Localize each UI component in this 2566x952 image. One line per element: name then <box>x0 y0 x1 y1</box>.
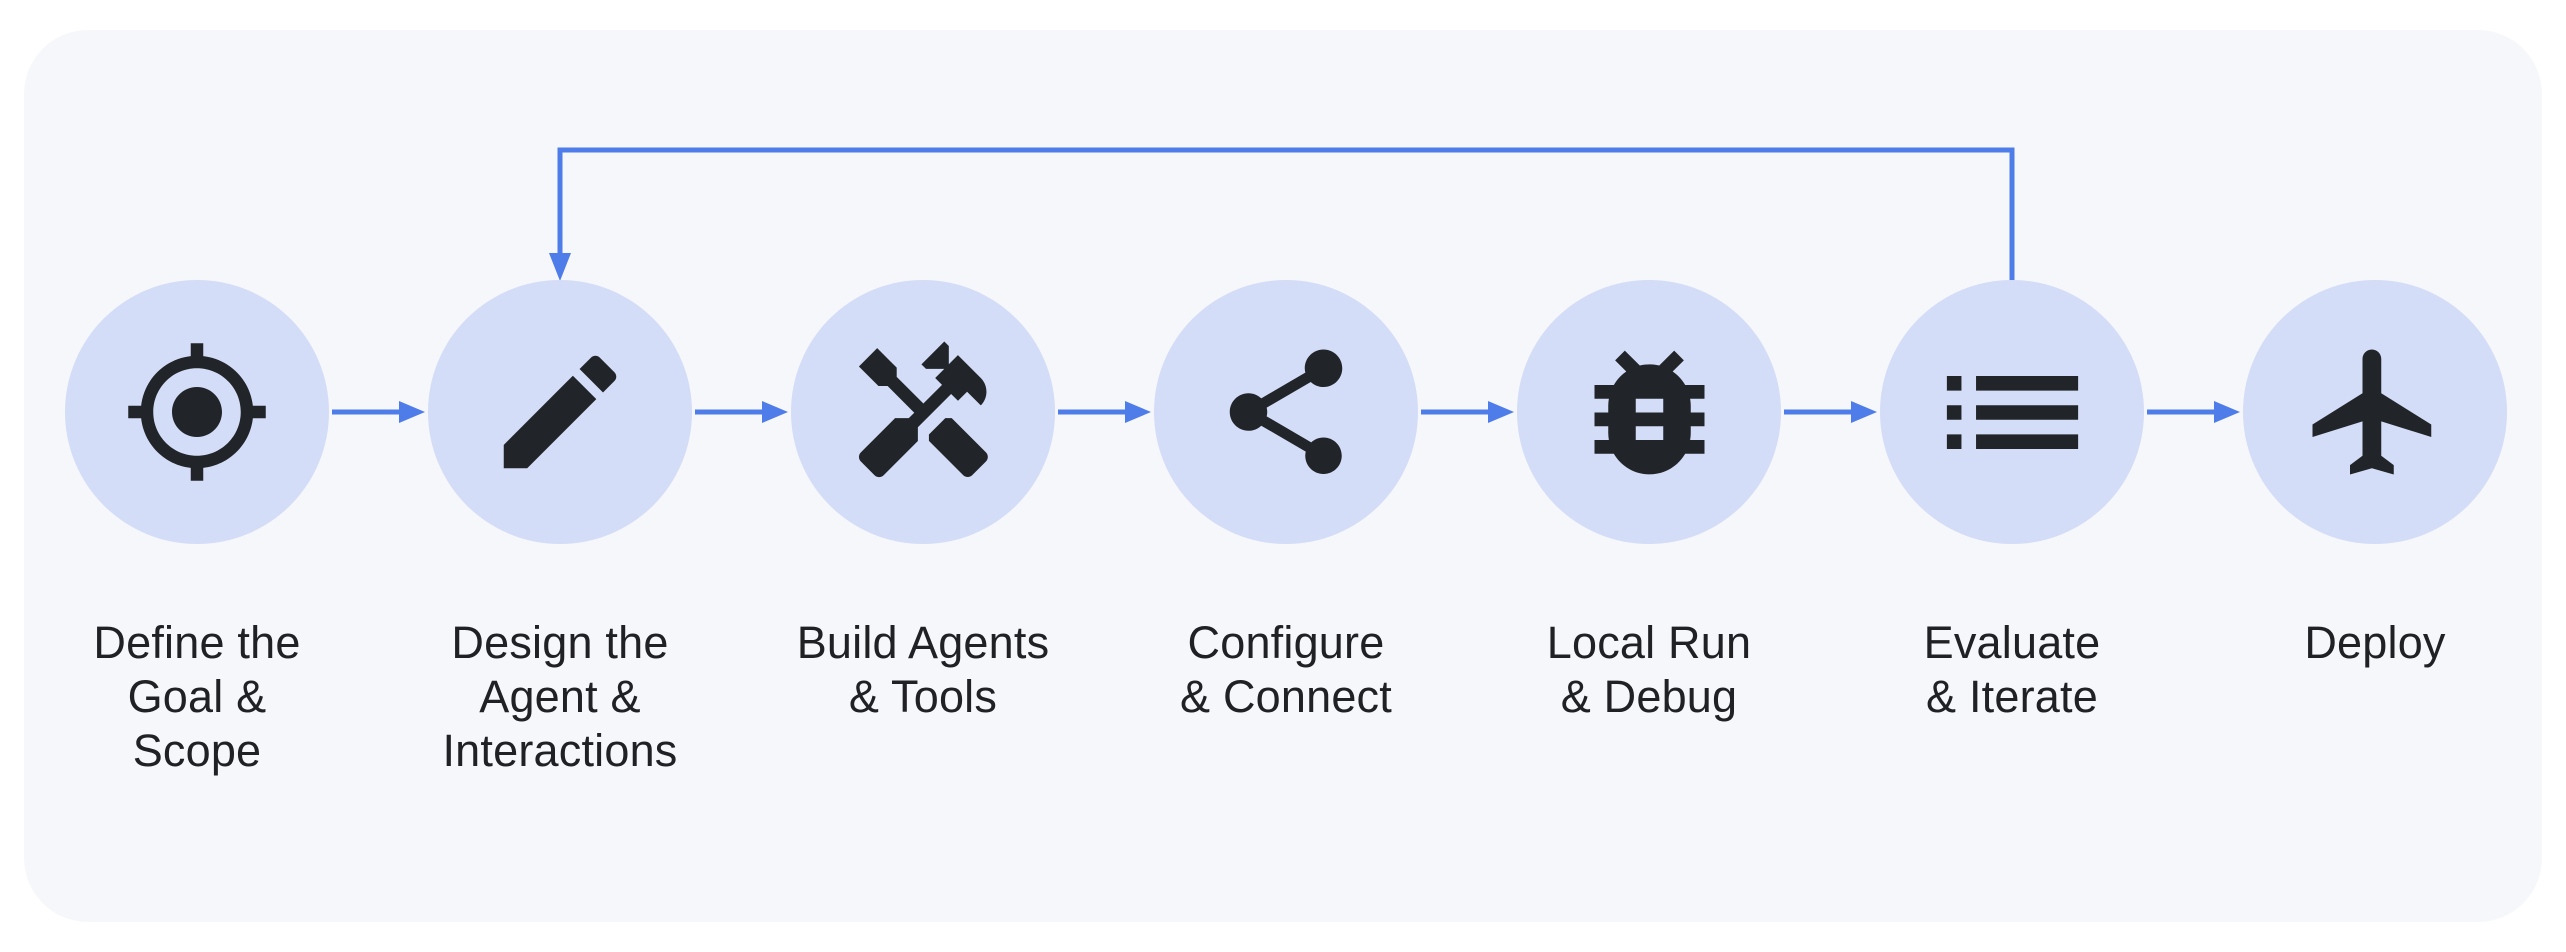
share-icon <box>1229 349 1343 474</box>
list-icon <box>1946 375 2078 449</box>
node-label: Local Run & Debug <box>1546 617 1752 722</box>
flow-node-run: Local Run & Debug <box>1468 280 1830 724</box>
node-circle <box>2243 280 2507 544</box>
node-label: Design the Agent & Interactions <box>442 617 678 776</box>
node-label: Build Agents & Tools <box>796 617 1050 722</box>
flow-node-evaluate: Evaluate & Iterate <box>1831 280 2193 724</box>
flow-node-configure: Configure & Connect <box>1105 280 1467 724</box>
flow-node-build: Build Agents & Tools <box>742 280 1104 724</box>
flow-node-define: Define the Goal & Scope <box>16 280 378 778</box>
node-label: Define the Goal & Scope <box>93 617 301 776</box>
bug-icon <box>1594 350 1704 474</box>
node-circle <box>1517 280 1781 544</box>
node-circle <box>428 280 692 544</box>
node-circle <box>791 280 1055 544</box>
target-icon <box>128 343 266 481</box>
node-label: Deploy <box>2304 617 2446 668</box>
node-label: Evaluate & Iterate <box>1923 617 2101 722</box>
flow-node-deploy: Deploy <box>2194 280 2556 670</box>
tools-icon <box>858 340 988 477</box>
node-circle <box>1154 280 1418 544</box>
node-label: Configure & Connect <box>1180 617 1392 722</box>
node-circle <box>65 280 329 544</box>
pencil-icon <box>503 355 617 469</box>
flow-node-design: Design the Agent & Interactions <box>379 280 741 778</box>
node-circle <box>1880 280 2144 544</box>
airplane-icon <box>2312 349 2432 475</box>
